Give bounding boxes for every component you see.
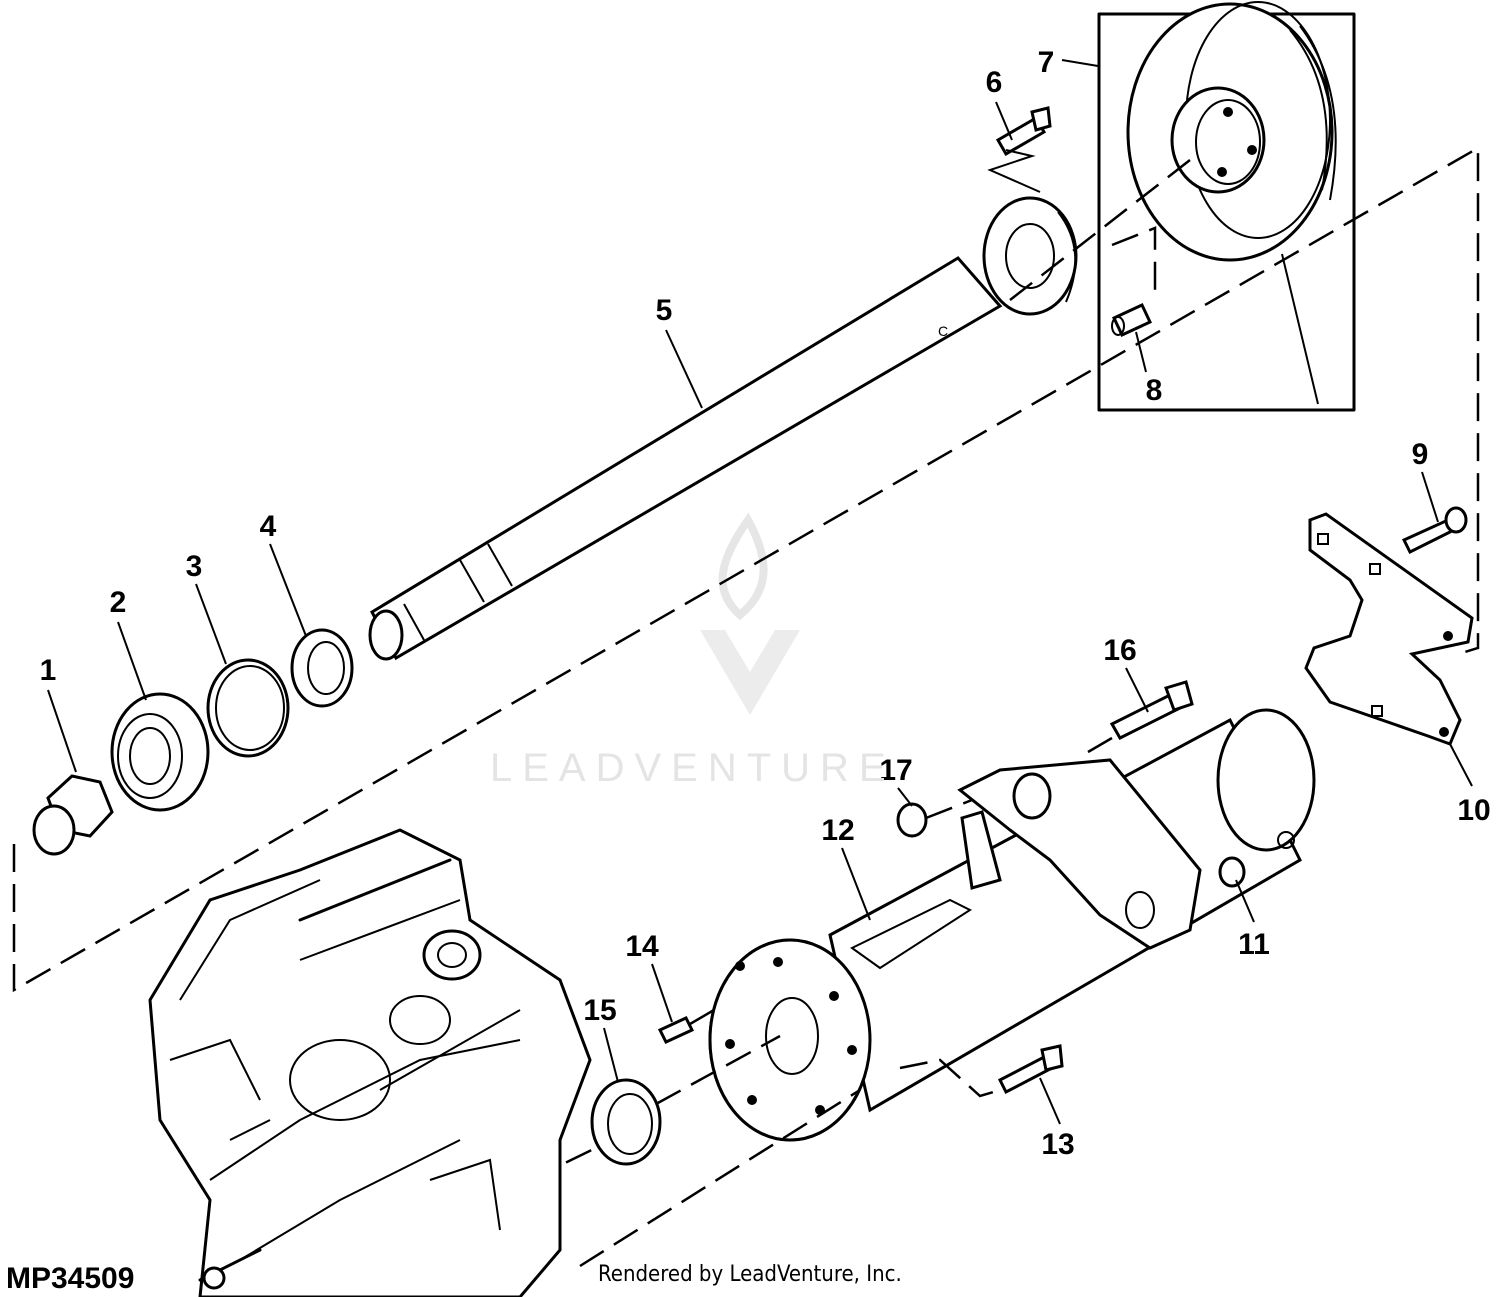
callout-3: 3 xyxy=(186,550,203,583)
callout-16: 16 xyxy=(1103,634,1136,667)
callout-11: 11 xyxy=(1238,928,1270,961)
callout-14: 14 xyxy=(625,930,659,963)
bolt-16 xyxy=(1109,680,1194,740)
axle-housing-12 xyxy=(708,708,1316,1142)
bolt-6 xyxy=(995,106,1052,157)
snap-ring-3 xyxy=(206,658,290,758)
callout-6: 6 xyxy=(986,66,1003,99)
bolt-9 xyxy=(1401,506,1468,555)
callout-17: 17 xyxy=(879,754,912,787)
watermark-text: LEADVENTURE xyxy=(490,746,896,790)
callout-4: 4 xyxy=(260,510,277,543)
bracket-10 xyxy=(1304,512,1474,746)
callout-1: 1 xyxy=(40,654,57,687)
pin-14 xyxy=(657,1016,695,1044)
callout-15: 15 xyxy=(583,994,616,1027)
pin-8 xyxy=(1111,303,1152,337)
callout-10: 10 xyxy=(1457,794,1490,827)
render-credit: Rendered by LeadVenture, Inc. xyxy=(598,1262,902,1287)
pulley-7 xyxy=(1126,1,1337,262)
callout-9: 9 xyxy=(1412,438,1429,471)
callout-7: 7 xyxy=(1038,46,1055,79)
callout-12: 12 xyxy=(821,814,854,847)
bolt-13 xyxy=(997,1044,1064,1095)
callout-8: 8 xyxy=(1146,374,1163,407)
nut-17 xyxy=(896,802,928,838)
leader-lines xyxy=(47,59,1473,1125)
svg-text:C: C xyxy=(938,323,948,339)
watermark-logo xyxy=(700,512,800,715)
nut-11 xyxy=(1218,856,1246,888)
transmission-case xyxy=(148,828,592,1297)
seal-4 xyxy=(290,628,354,708)
figure-code: MP34509 xyxy=(6,1262,135,1295)
callout-13: 13 xyxy=(1041,1128,1074,1161)
axle-shaft-5: C xyxy=(368,196,1078,661)
bearing-2 xyxy=(110,692,210,812)
nut-1 xyxy=(32,774,114,856)
callout-2: 2 xyxy=(110,586,127,619)
seal-15 xyxy=(590,1078,662,1166)
callout-5: 5 xyxy=(656,294,673,327)
